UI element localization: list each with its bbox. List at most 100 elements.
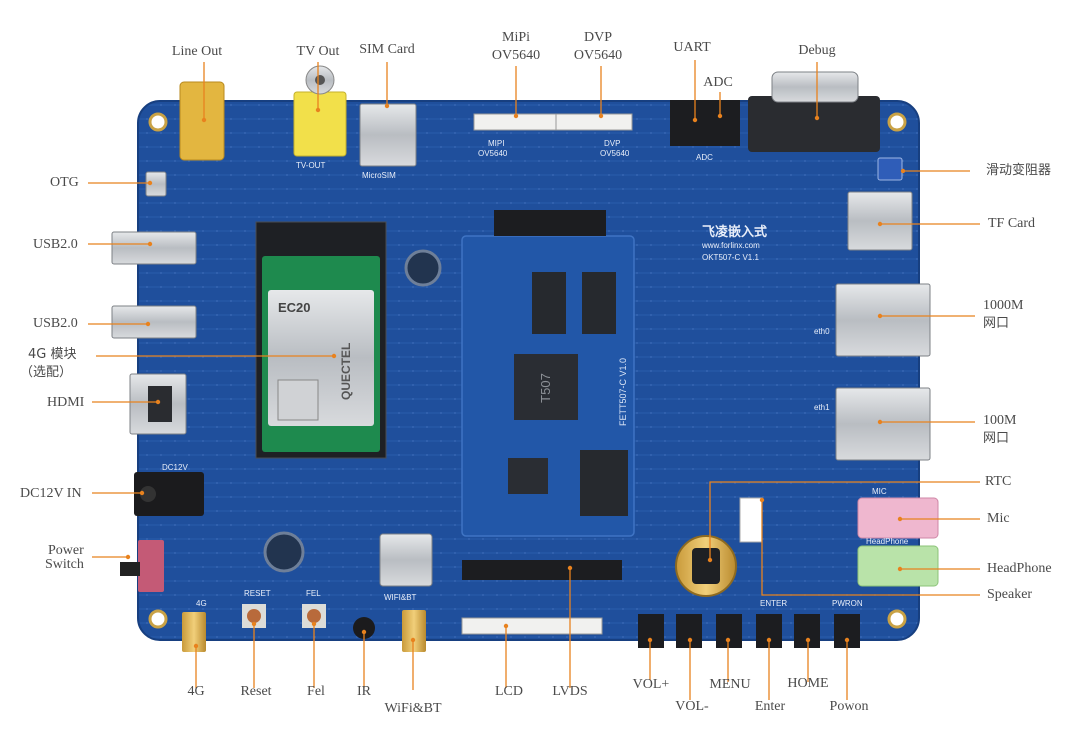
silk-model: OKT507-C V1.1: [702, 253, 759, 262]
label-fel: Fel: [307, 684, 325, 699]
label-eth-100m-line1: 100M: [983, 413, 1017, 428]
silk-dvp: DVP: [604, 139, 620, 148]
uart-header: [670, 100, 712, 146]
silk-tvout: TV-OUT: [296, 161, 325, 170]
label-lvds: LVDS: [552, 684, 588, 699]
label-lcd: LCD: [495, 684, 523, 699]
label-slide-resistor: 滑动变阻器: [986, 163, 1052, 178]
label-ir: IR: [357, 684, 371, 699]
pmic-chip: [508, 458, 548, 494]
label-enter: Enter: [754, 699, 786, 714]
ant-wifi-connector: [402, 610, 426, 652]
inductor-1: [404, 249, 442, 287]
som-chip: [514, 354, 578, 420]
silk-enter: ENTER: [760, 599, 787, 608]
module-4g-brand: QUECTEL: [339, 343, 353, 400]
dc-jack-pin: [140, 486, 156, 502]
emmc-chip: [580, 450, 628, 516]
silk-mipi-cam: OV5640: [478, 149, 508, 158]
ethernet-100m-port: [835, 387, 931, 461]
tf-card-slot: [847, 191, 913, 251]
label-headphone: HeadPhone: [987, 561, 1052, 576]
usb-port-b: [111, 305, 197, 339]
label-dc12v-in: DC12V IN: [20, 486, 82, 501]
reset-button-cap: [247, 609, 261, 623]
label-4g-module-line1: 4G 模块: [28, 347, 77, 362]
label-rtc: RTC: [985, 474, 1012, 489]
label-menu: MENU: [709, 677, 751, 692]
silk-reset: RESET: [244, 589, 271, 598]
label-tv-out: TV Out: [296, 44, 340, 59]
silk-eth0: eth0: [814, 327, 830, 336]
label-speaker: Speaker: [987, 587, 1033, 602]
label-adc: ADC: [703, 75, 733, 90]
dvp-fpc-connector: [555, 113, 633, 131]
tv-out-rca-pin: [315, 75, 325, 85]
debug-db9-body: [748, 96, 880, 152]
label-eth-1000m-line1: 1000M: [983, 298, 1024, 313]
leader-dots: [125, 103, 906, 649]
label-wifi-bt: WiFi&BT: [384, 701, 442, 716]
label-eth-100m-line2: 网口: [983, 431, 1010, 446]
otg-port: [145, 171, 167, 197]
ddr-chip-2: [582, 272, 616, 334]
som-chip-label: T507: [538, 373, 553, 403]
ir-receiver: [353, 617, 375, 639]
label-powon: Powon: [829, 699, 869, 714]
expansion-header: [494, 210, 606, 236]
lcd-fpc-connector: [461, 617, 603, 635]
label-vol-minus: VOL-: [675, 699, 709, 714]
ddr-chip-1: [532, 272, 566, 334]
ant-4g-connector: [182, 612, 206, 652]
label-usb-b: USB2.0: [33, 316, 78, 331]
wifi-bt-module: [379, 533, 433, 587]
silk-fel: FEL: [306, 589, 321, 598]
label-otg: OTG: [50, 175, 79, 190]
label-power-switch-line2: Switch: [45, 557, 84, 572]
som-silk-label: FETT507-C V1.0: [618, 358, 628, 426]
label-uart: UART: [673, 40, 711, 55]
label-reset: Reset: [240, 684, 272, 699]
dc-jack: [134, 472, 204, 516]
label-power-switch-line1: Power: [48, 543, 84, 558]
leader-lines: [88, 60, 980, 700]
label-sim-card: SIM Card: [359, 42, 415, 57]
module-4g-model: EC20: [278, 300, 311, 315]
label-mipi-line1: MiPi: [501, 30, 531, 45]
label-eth-1000m-line2: 网口: [983, 316, 1010, 331]
label-hdmi: HDMI: [47, 395, 85, 410]
silk-wifibt: WIFI&BT: [384, 593, 417, 602]
lvds-header: [462, 560, 622, 580]
label-tf-card: TF Card: [988, 216, 1036, 231]
rtc-battery-clip: [692, 548, 720, 584]
label-dvp-line1: DVP: [583, 30, 613, 45]
line-out-jack: [179, 81, 225, 161]
sim-card-slot: [359, 103, 417, 167]
label-home: HOME: [787, 676, 829, 691]
label-dvp-line2: OV5640: [573, 48, 623, 63]
silk-url: www.forlinx.com: [701, 241, 760, 250]
label-debug: Debug: [798, 43, 836, 58]
silk-mic: MIC: [872, 487, 887, 496]
silk-4g: 4G: [196, 599, 207, 608]
label-mipi-line2: OV5640: [491, 48, 541, 63]
label-vol-plus: VOL+: [632, 677, 670, 692]
hdmi-port-opening: [148, 386, 172, 422]
silk-mipi: MIPI: [488, 139, 504, 148]
silk-microsim: MicroSIM: [362, 171, 396, 180]
tv-out-rca: [293, 91, 347, 157]
fel-button-cap: [307, 609, 321, 623]
label-usb-a: USB2.0: [33, 237, 78, 252]
silk-dc12v: DC12V: [162, 463, 188, 472]
inductor-2: [263, 531, 305, 573]
silk-headphone: HeadPhone: [866, 537, 909, 546]
ethernet-1000m-port: [835, 283, 931, 357]
silk-poweron: PWRON: [832, 599, 863, 608]
silk-brand: 飞凌嵌入式: [702, 224, 767, 240]
power-switch-lever: [120, 562, 140, 576]
module-4g-qr: [277, 379, 319, 421]
mic-jack: [857, 497, 939, 539]
adc-header: [712, 100, 740, 146]
label-mic: Mic: [987, 511, 1010, 526]
